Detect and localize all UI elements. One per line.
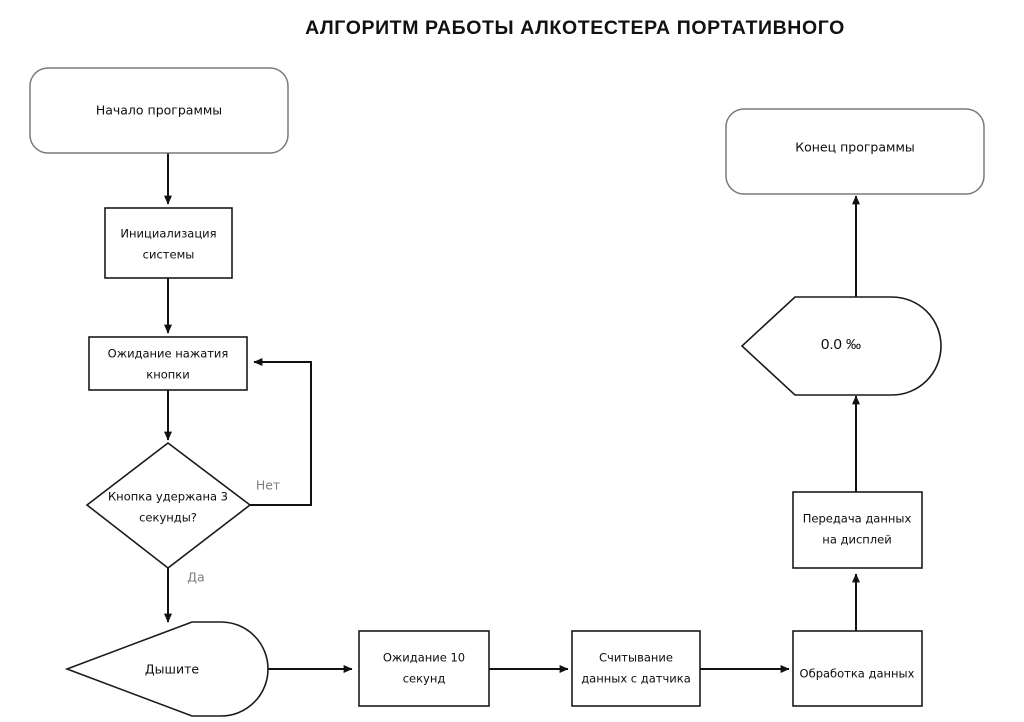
- node-decision-hold-label-line2: секунды?: [139, 511, 197, 525]
- node-wait-button-label-line2: кнопки: [146, 368, 189, 382]
- node-breathe-label: Дышите: [145, 662, 199, 677]
- node-wait-button[interactable]: Ожидание нажатия кнопки: [88, 336, 248, 391]
- node-send-display-label-line1: Передача данных: [803, 512, 912, 526]
- node-send-display[interactable]: Передача данных на дисплей: [792, 491, 923, 569]
- node-process-data-label: Обработка данных: [800, 667, 915, 681]
- node-end[interactable]: Конец программы: [725, 108, 985, 195]
- node-result-value[interactable]: 0.0 ‰: [740, 296, 942, 396]
- node-wait-button-shape: [88, 336, 248, 391]
- node-process-data[interactable]: Обработка данных: [792, 630, 923, 707]
- node-decision-hold-label-line1: Кнопка удержана 3: [108, 490, 228, 504]
- node-result-value-shape: [740, 296, 942, 396]
- node-read-sensor[interactable]: Считывание данных с датчика: [571, 630, 701, 707]
- node-read-sensor-shape: [571, 630, 701, 707]
- node-read-sensor-label-line1: Считывание: [599, 651, 673, 665]
- node-end-shape: [725, 108, 985, 195]
- edge-label-no: Нет: [256, 478, 280, 493]
- node-start-label: Начало программы: [96, 103, 222, 118]
- node-init-label-line1: Инициализация: [120, 227, 216, 241]
- node-wait-10-label-line2: секунд: [403, 672, 446, 686]
- node-send-display-shape: [792, 491, 923, 569]
- node-init-shape: [104, 207, 233, 279]
- page-title: АЛГОРИТМ РАБОТЫ АЛКОТЕСТЕРА ПОРТАТИВНОГО: [305, 17, 845, 39]
- node-wait-10-shape: [358, 630, 490, 707]
- node-init-label-line2: системы: [143, 248, 195, 262]
- node-decision-hold-shape: [85, 441, 252, 570]
- node-wait-button-label-line1: Ожидание нажатия: [108, 347, 229, 361]
- node-start[interactable]: Начало программы: [29, 67, 289, 154]
- node-breathe[interactable]: Дышите: [64, 621, 269, 717]
- node-wait-10[interactable]: Ожидание 10 секунд: [358, 630, 490, 707]
- node-breathe-shape: [64, 621, 269, 717]
- node-send-display-label-line2: на дисплей: [822, 533, 891, 547]
- node-decision-hold[interactable]: Кнопка удержана 3 секунды?: [85, 441, 252, 570]
- node-start-shape: [29, 67, 289, 154]
- node-init[interactable]: Инициализация системы: [104, 207, 233, 279]
- edge-decision-no-loop: [250, 358, 312, 506]
- edge-label-yes: Да: [187, 570, 204, 585]
- node-process-data-shape: [792, 630, 923, 707]
- node-read-sensor-label-line2: данных с датчика: [581, 672, 691, 686]
- node-wait-10-label-line1: Ожидание 10: [383, 651, 465, 665]
- node-result-value-label: 0.0 ‰: [821, 336, 861, 353]
- node-end-label: Конец программы: [795, 140, 915, 155]
